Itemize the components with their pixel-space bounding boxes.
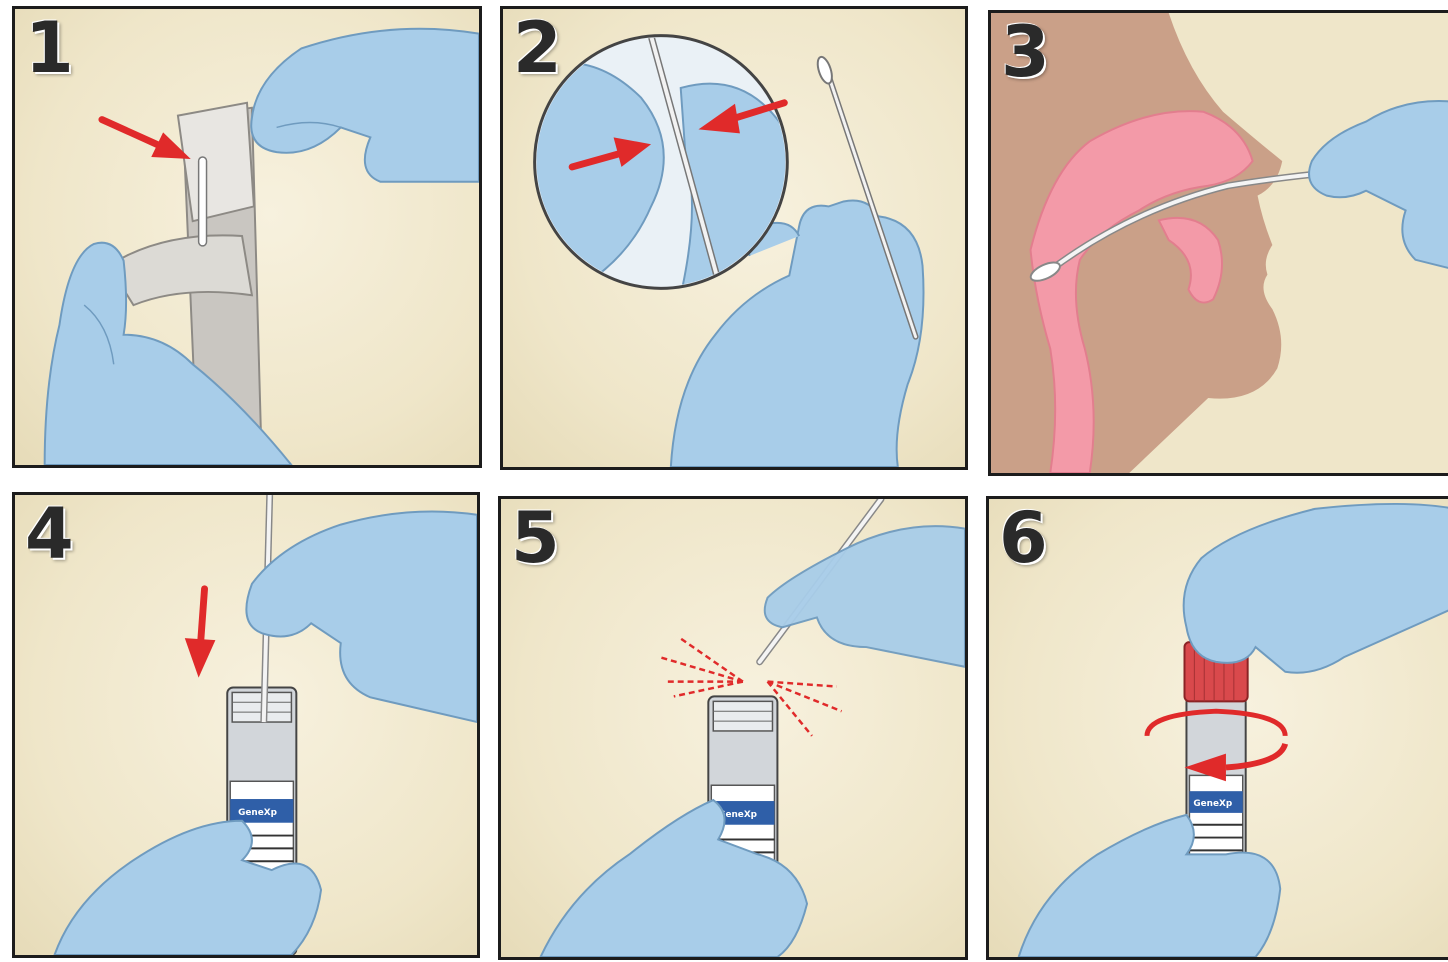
open-swab-package-illustration xyxy=(15,9,479,465)
glove-hand-icon xyxy=(765,526,965,667)
tube-brand-label: GeneXp xyxy=(1193,799,1232,809)
tube-brand-label: GeneXp xyxy=(238,808,277,818)
red-arrow-icon xyxy=(102,120,191,159)
glove-hand-icon xyxy=(1309,101,1448,270)
step-number: 4 xyxy=(25,499,74,569)
step-number: 3 xyxy=(1001,17,1050,87)
step-number: 1 xyxy=(25,13,74,83)
step-2-panel: 2 xyxy=(500,6,968,470)
step-number: 6 xyxy=(999,503,1048,573)
step-5-panel: 5 GeneXp xyxy=(498,496,968,960)
cap-tube-illustration: GeneXp xyxy=(989,499,1448,957)
step-1-panel: 1 xyxy=(12,6,482,468)
step-number: 2 xyxy=(513,13,562,83)
glove-hand-icon xyxy=(1184,504,1448,673)
break-swab-illustration: GeneXp xyxy=(501,499,965,957)
red-arrow-icon xyxy=(185,589,216,678)
swab-icon xyxy=(199,157,207,246)
step-6-panel: 6 GeneXp xyxy=(986,496,1448,960)
magnified-detail xyxy=(523,29,791,305)
step-3-panel: 3 xyxy=(988,10,1448,476)
step-4-panel: 4 GeneXp xyxy=(12,492,480,958)
step-number: 5 xyxy=(511,503,560,573)
glove-hand-icon xyxy=(251,29,479,182)
nasal-swab-illustration xyxy=(991,13,1448,473)
insert-swab-illustration: GeneXp xyxy=(15,495,477,955)
hold-swab-illustration xyxy=(503,9,965,467)
